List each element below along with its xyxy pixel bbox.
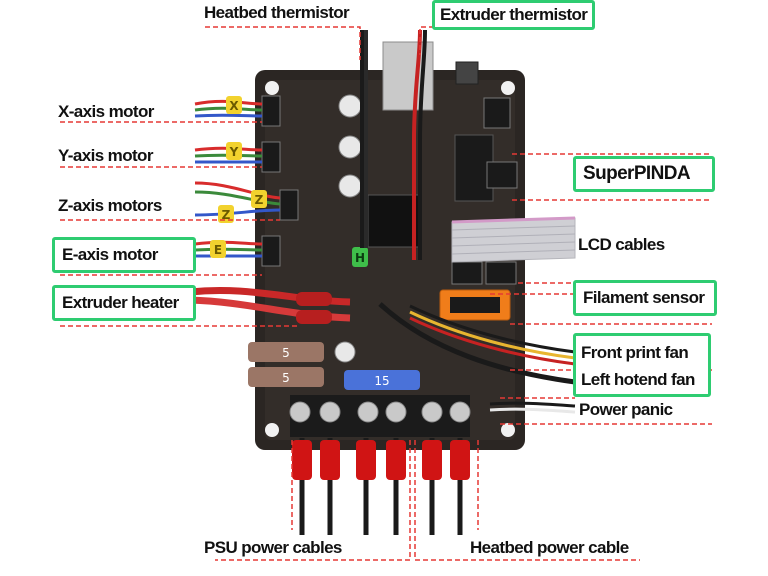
e-marker xyxy=(210,240,226,258)
reset-button xyxy=(455,61,479,85)
z-marker-letter: Z xyxy=(255,193,264,207)
z-marker-1 xyxy=(251,190,267,208)
top-right-connector xyxy=(483,97,511,129)
z-marker-letter: Z xyxy=(222,208,231,222)
fuse-label: 5 xyxy=(282,371,290,385)
power-terminals xyxy=(289,395,471,437)
label-power-panic: Power panic xyxy=(579,400,673,419)
fuse-5a-top xyxy=(248,342,324,362)
label-e-axis-motor: E-axis motor xyxy=(52,237,196,273)
x-marker-letter: X xyxy=(229,99,239,113)
label-psu-power-cables: PSU power cables xyxy=(204,538,342,557)
label-superpinda: SuperPINDA xyxy=(573,156,715,192)
y-marker-letter: Y xyxy=(229,145,239,159)
label-extruder-thermistor: Extruder thermistor xyxy=(432,0,596,30)
power-cables xyxy=(292,438,470,535)
wire-markers: X Y Z Z E H xyxy=(210,96,368,267)
extruder-heater-cables xyxy=(189,287,351,324)
lcd-ribbon-cable xyxy=(451,216,576,263)
mounting-holes xyxy=(265,81,515,437)
label-extruder-heater: Extruder heater xyxy=(52,285,196,321)
label-z-axis-motors: Z-axis motors xyxy=(58,196,162,215)
thermistor-cables xyxy=(360,29,427,260)
label-front-print-fan: Front print fan xyxy=(581,343,689,362)
label-y-axis-motor: Y-axis motor xyxy=(58,146,153,165)
motor-connectors xyxy=(261,95,299,267)
label-heatbed-power-cable: Heatbed power cable xyxy=(470,538,629,557)
fuse-label: 5 xyxy=(282,346,290,360)
capacitors xyxy=(334,94,362,363)
fuse-15a xyxy=(344,370,420,390)
label-fans-box: Front print fan Left hotend fan xyxy=(573,333,711,397)
label-filament-sensor: Filament sensor xyxy=(573,280,717,316)
z-marker-2 xyxy=(218,205,234,223)
fan-cables xyxy=(378,302,576,414)
label-lcd-cables: LCD cables xyxy=(578,235,665,254)
y-marker xyxy=(226,142,242,160)
h-marker-letter: H xyxy=(355,251,365,265)
x-marker xyxy=(226,96,242,114)
fuse-5a-bottom xyxy=(248,367,324,387)
lcd-connector xyxy=(451,261,483,285)
label-heatbed-thermistor: Heatbed thermistor xyxy=(204,3,350,22)
label-x-axis-motor: X-axis motor xyxy=(58,102,154,121)
superpinda-connector xyxy=(486,161,518,189)
mcu-chip xyxy=(367,194,421,248)
fuse-label: 15 xyxy=(374,374,389,388)
label-left-hotend-fan: Left hotend fan xyxy=(581,370,695,389)
e-marker-letter: E xyxy=(214,243,222,257)
h-marker xyxy=(352,247,368,267)
lcd-connector xyxy=(485,261,517,285)
